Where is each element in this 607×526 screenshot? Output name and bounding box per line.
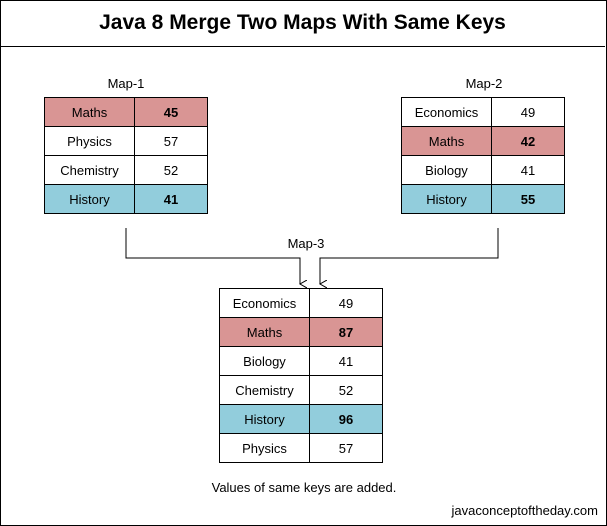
- map2-key: Maths: [401, 126, 492, 156]
- map1-label: Map-1: [107, 76, 145, 91]
- map1-key: History: [44, 184, 135, 214]
- map3-value: 96: [309, 404, 383, 434]
- map3-key: Chemistry: [219, 375, 310, 405]
- merge-note: Values of same keys are added.: [211, 480, 397, 495]
- map3-key: History: [219, 404, 310, 434]
- map2-row: Economics 49: [401, 97, 565, 127]
- map2-label: Map-2: [465, 76, 503, 91]
- map3-row: Maths 87: [219, 317, 383, 347]
- map3-value: 49: [309, 288, 383, 318]
- map3-row: Biology 41: [219, 346, 383, 376]
- map2-row: History 55: [401, 184, 565, 214]
- map2-row: Biology 41: [401, 155, 565, 185]
- map3-key: Biology: [219, 346, 310, 376]
- map1-value: 52: [134, 155, 208, 185]
- map1-row: Chemistry 52: [44, 155, 208, 185]
- map3-key: Economics: [219, 288, 310, 318]
- map3-row: Chemistry 52: [219, 375, 383, 405]
- diagram-title: Java 8 Merge Two Maps With Same Keys: [0, 0, 605, 47]
- map2-value: 42: [491, 126, 565, 156]
- map3-label: Map-3: [287, 236, 325, 251]
- map3-value: 41: [309, 346, 383, 376]
- map1-value: 45: [134, 97, 208, 127]
- map3-row: History 96: [219, 404, 383, 434]
- map2-table: Economics 49 Maths 42 Biology 41 History…: [401, 97, 565, 214]
- map1-key: Physics: [44, 126, 135, 156]
- map2-key: Economics: [401, 97, 492, 127]
- map3-value: 87: [309, 317, 383, 347]
- map1-row: Maths 45: [44, 97, 208, 127]
- map3-value: 57: [309, 433, 383, 463]
- map1-value: 57: [134, 126, 208, 156]
- map3-row: Physics 57: [219, 433, 383, 463]
- map1-row: History 41: [44, 184, 208, 214]
- map3-key: Physics: [219, 433, 310, 463]
- map1-row: Physics 57: [44, 126, 208, 156]
- map3-table: Economics 49 Maths 87 Biology 41 Chemist…: [219, 288, 383, 463]
- map2-value: 55: [491, 184, 565, 214]
- map1-table: Maths 45 Physics 57 Chemistry 52 History…: [44, 97, 208, 214]
- map1-key: Maths: [44, 97, 135, 127]
- map2-key: Biology: [401, 155, 492, 185]
- map2-row: Maths 42: [401, 126, 565, 156]
- map2-value: 41: [491, 155, 565, 185]
- site-watermark: javaconceptoftheday.com: [451, 503, 598, 518]
- map1-key: Chemistry: [44, 155, 135, 185]
- map2-value: 49: [491, 97, 565, 127]
- map3-key: Maths: [219, 317, 310, 347]
- map2-key: History: [401, 184, 492, 214]
- map3-row: Economics 49: [219, 288, 383, 318]
- map3-value: 52: [309, 375, 383, 405]
- map1-value: 41: [134, 184, 208, 214]
